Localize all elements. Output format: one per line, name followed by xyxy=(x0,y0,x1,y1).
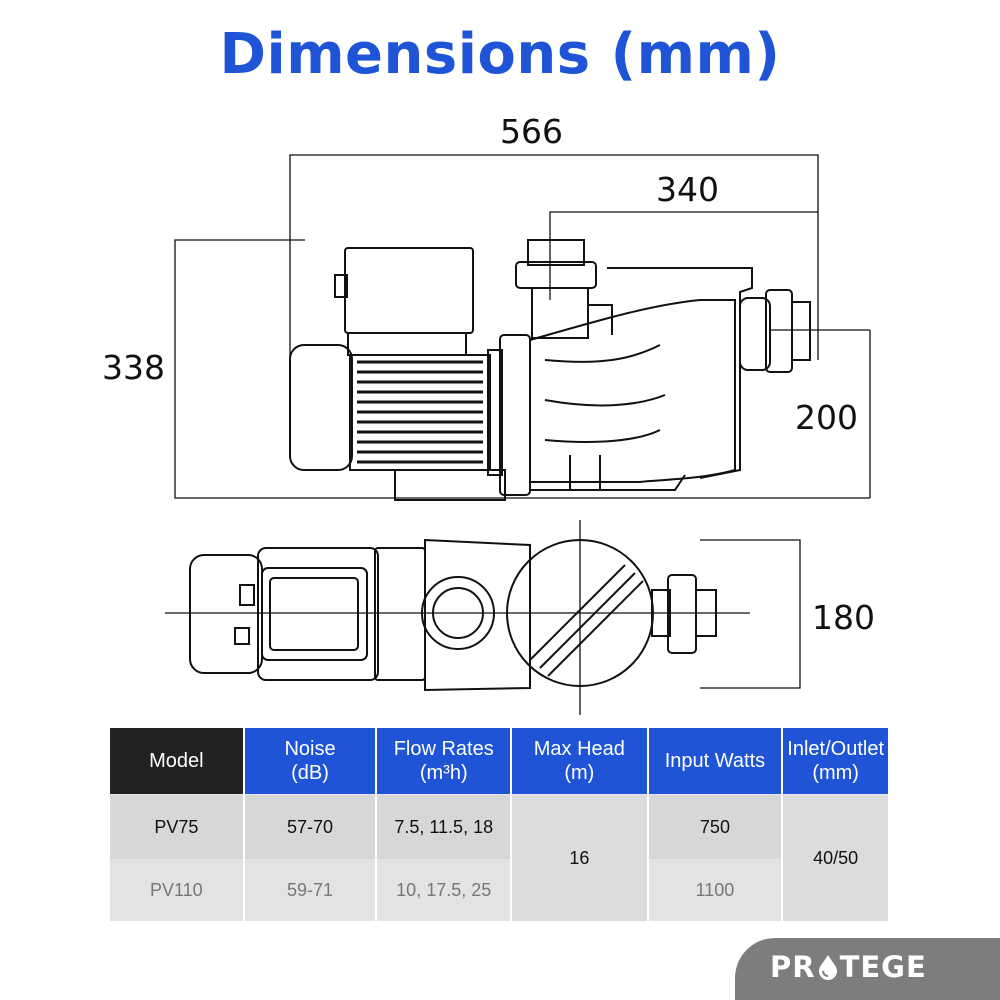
dimension-width: 180 xyxy=(812,598,875,637)
header-inlet-outlet: Inlet/Outlet(mm) xyxy=(783,728,888,794)
cell-flow: 7.5, 11.5, 18 xyxy=(377,794,511,859)
cell-inlet-outlet: 40/50 xyxy=(783,794,888,921)
table-row: PV75 57-70 7.5, 11.5, 18 16 750 40/50 xyxy=(110,794,888,921)
water-drop-icon xyxy=(818,955,837,980)
table-header-row: Model Noise(dB) Flow Rates(m³h) Max Head… xyxy=(110,728,888,794)
cell-noise: 59-71 xyxy=(244,859,376,921)
cell-watts: 1100 xyxy=(648,859,782,921)
cell-max-head: 16 xyxy=(512,794,647,921)
dimension-pump-length: 340 xyxy=(656,170,719,209)
top-view-pump xyxy=(165,520,801,715)
cell-watts: 750 xyxy=(648,794,782,859)
side-view-pump xyxy=(289,239,811,501)
header-input-watts: Input Watts xyxy=(648,728,782,794)
pump-dimension-drawing xyxy=(165,154,871,715)
header-model: Model xyxy=(110,728,243,794)
spec-table: Model Noise(dB) Flow Rates(m³h) Max Head… xyxy=(108,728,890,921)
header-max-head: Max Head(m) xyxy=(512,728,647,794)
table-row: PV110 59-71 10, 17.5, 25 1100 xyxy=(110,859,888,921)
cell-model: PV110 xyxy=(110,859,243,921)
cell-model: PV75 xyxy=(110,794,243,859)
header-flow-rates: Flow Rates(m³h) xyxy=(377,728,511,794)
brand-badge xyxy=(735,938,1000,1000)
dimension-lines xyxy=(174,154,871,499)
dimension-overall-length: 566 xyxy=(500,112,563,151)
dimension-axis-height: 200 xyxy=(795,398,858,437)
header-noise: Noise(dB) xyxy=(244,728,376,794)
page-title: Dimensions (mm) xyxy=(219,22,781,87)
cell-flow: 10, 17.5, 25 xyxy=(377,859,511,921)
dimension-height: 338 xyxy=(102,348,165,387)
cell-noise: 57-70 xyxy=(244,794,376,859)
